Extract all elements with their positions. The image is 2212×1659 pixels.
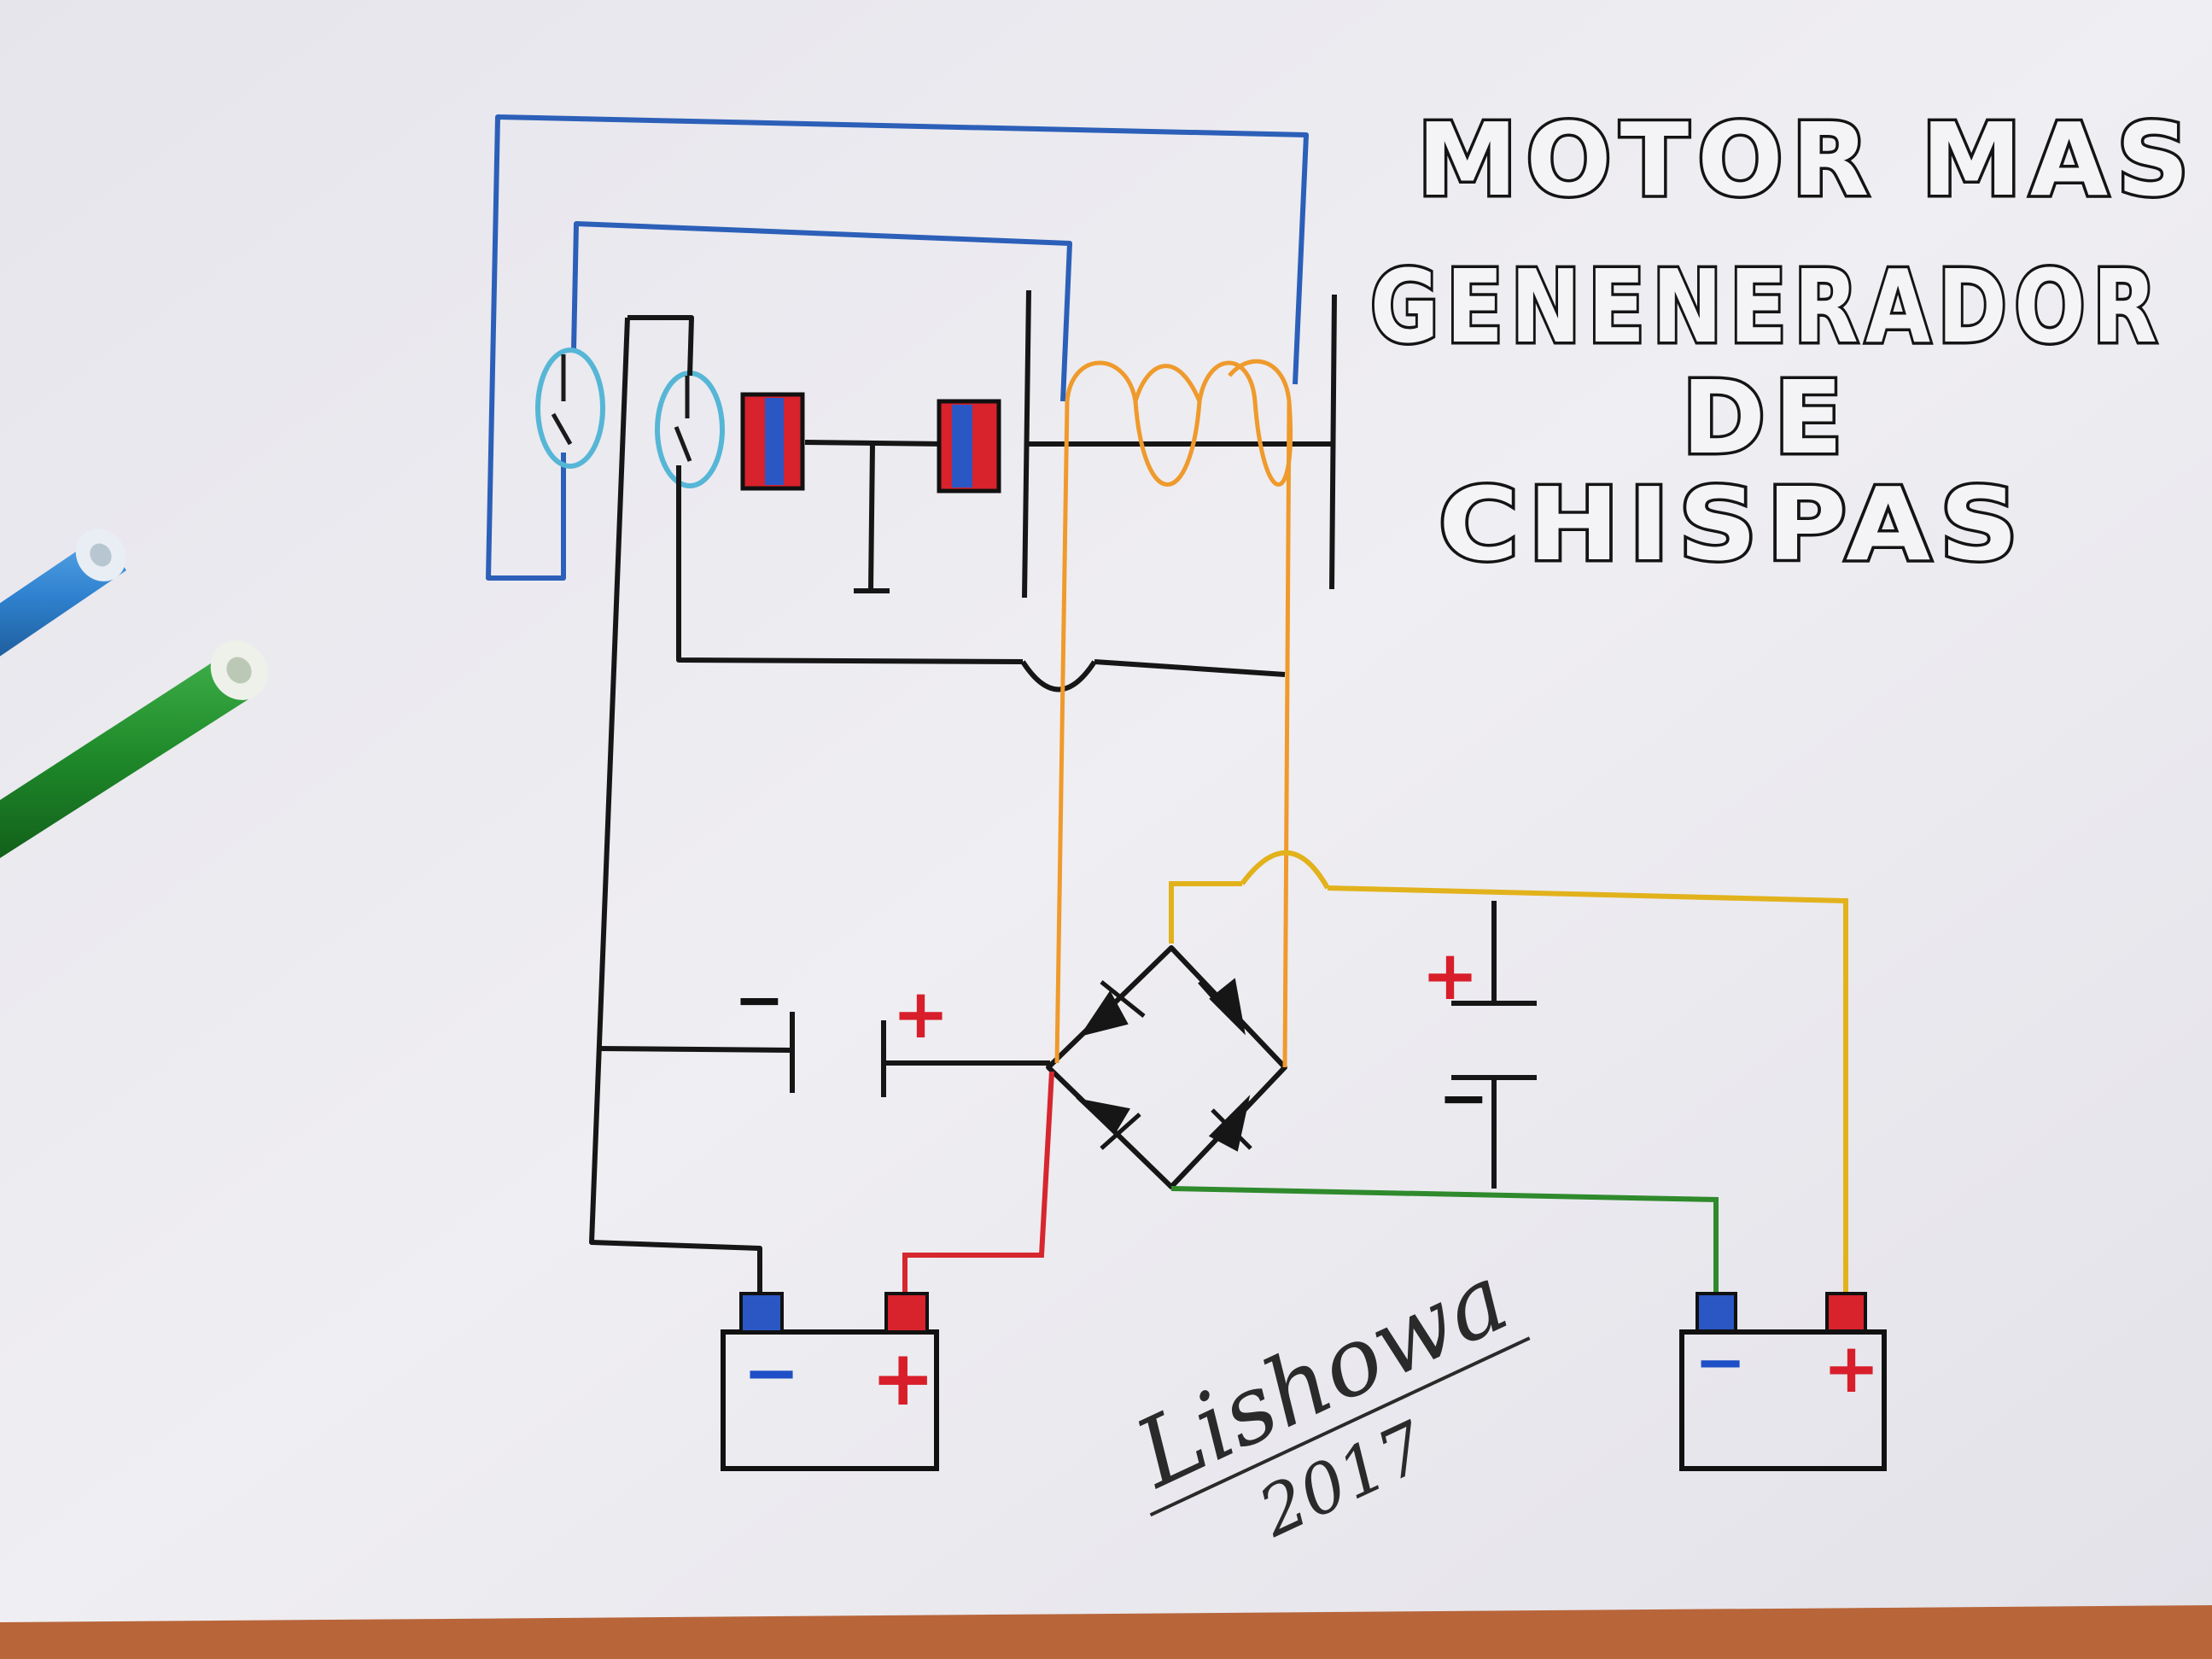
title-line-2: GENENERADOR: [1370, 248, 2164, 365]
generator-coil: [1054, 359, 1293, 1068]
rotor-magnet-right: [937, 399, 1001, 494]
title-line-4: CHISPAS: [1439, 465, 2028, 583]
paper-sheet: [0, 0, 2212, 1622]
blue-wires: [486, 114, 1309, 581]
red-wire: [902, 1071, 1054, 1294]
blue-marker-pen: [0, 529, 126, 657]
black-wires: [589, 289, 1537, 1294]
battery-right: [1679, 1292, 1887, 1471]
title-line-1: MOTOR MAS: [1417, 101, 2197, 219]
green-marker-pen: [0, 640, 268, 858]
battery-left-plus: +: [871, 1334, 935, 1423]
rotor-magnet-left: [740, 392, 805, 491]
capacitor-left-minus: −: [734, 965, 785, 1035]
green-wire: [1170, 1186, 1719, 1294]
title-line-3: DE: [1682, 359, 1852, 476]
battery-right-plus: +: [1823, 1329, 1880, 1408]
battery-left-minus: −: [743, 1333, 800, 1412]
capacitor-right-minus: −: [1439, 1063, 1489, 1133]
yellow-wire: [1169, 850, 1848, 1294]
bridge-diodes: [1076, 978, 1252, 1152]
capacitor-left-plus: +: [892, 974, 949, 1054]
battery-left: [721, 1292, 939, 1471]
battery-right-minus: −: [1695, 1326, 1746, 1398]
title-block: MOTOR MAS GENENERADOR DE CHISPAS: [1368, 98, 2197, 587]
capacitor-right-plus: +: [1421, 936, 1479, 1015]
reed-switch-left: [535, 348, 605, 469]
